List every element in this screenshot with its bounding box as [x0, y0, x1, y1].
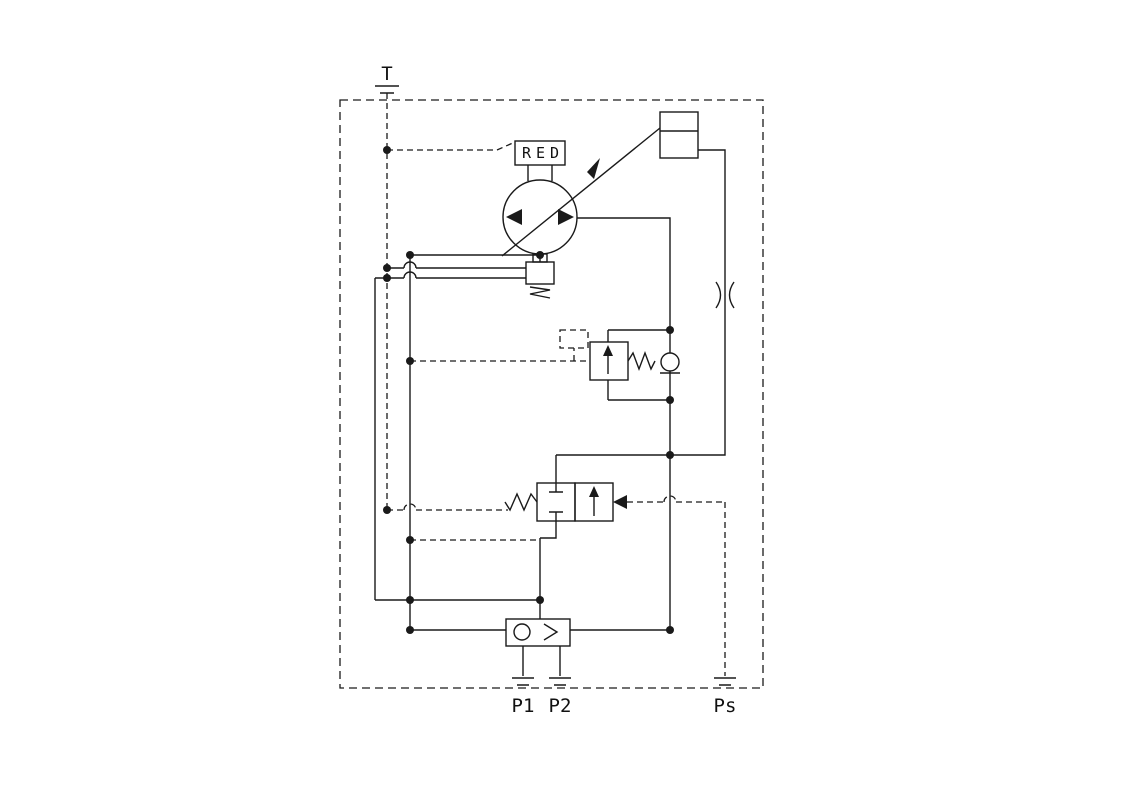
cylinder-body [659, 111, 699, 159]
main-lines [374, 149, 726, 676]
relief-pilot-box [559, 329, 589, 349]
p1-label: P1 [512, 695, 535, 717]
cylinder-return-line [670, 149, 726, 456]
p2-port-symbol [549, 677, 571, 686]
pressure-compensator [525, 253, 555, 299]
displacement-control-red: RED [514, 140, 566, 181]
port-t-label: T [381, 63, 392, 85]
valve-pilot-triangle [613, 495, 627, 509]
relief-valve [589, 341, 656, 381]
compensator-spring [529, 286, 551, 299]
relief-spring [627, 351, 656, 371]
compensator-line-lower [375, 271, 526, 279]
valve-flow-arrow [589, 486, 599, 497]
orifice [715, 281, 735, 309]
orifice-symbol [715, 281, 735, 309]
valve-bottom-elbow [540, 521, 557, 539]
directional-valve [504, 482, 627, 522]
pilot-line-ps [627, 495, 726, 676]
compensator-line-upper [387, 261, 526, 269]
valve-spring [504, 492, 538, 512]
red-control-label: RED [522, 144, 564, 162]
check-valve-ball [660, 352, 680, 372]
ps-port-symbol [714, 677, 736, 686]
shuttle-check-valve [505, 618, 571, 647]
relief-arrow-head [603, 345, 613, 356]
stroking-cylinder [659, 111, 699, 159]
tank-port-t: T [375, 63, 399, 94]
variable-arrow-line [501, 127, 661, 257]
junction-dots [383, 146, 674, 634]
variable-pump [501, 127, 661, 257]
port-p1: P1 [512, 677, 535, 717]
red-control-box [514, 140, 566, 166]
tank-symbol [375, 85, 399, 94]
pump-flow-triangle-left [506, 209, 522, 225]
system-boundary [339, 99, 764, 689]
pilot-line-valve-spring [387, 503, 508, 511]
p2-label: P2 [549, 695, 572, 717]
shuttle-check-chevron [543, 623, 559, 641]
pilot-line-to-control [387, 141, 516, 151]
variable-arrow-head [587, 158, 600, 179]
port-ps: Ps [714, 677, 737, 717]
p1-port-symbol [512, 677, 534, 686]
pilot-lines [386, 93, 726, 676]
shuttle-ball [513, 623, 531, 641]
check-valve [660, 352, 680, 374]
port-p2: P2 [549, 677, 572, 717]
pump-outlet-line [577, 217, 671, 330]
valve-blocked-symbol [549, 483, 563, 521]
pump-flow-triangle-right [558, 209, 574, 225]
compensator-body [525, 261, 555, 285]
ps-label: Ps [714, 695, 737, 717]
shuttle-body [505, 618, 571, 647]
control-links [527, 165, 553, 181]
